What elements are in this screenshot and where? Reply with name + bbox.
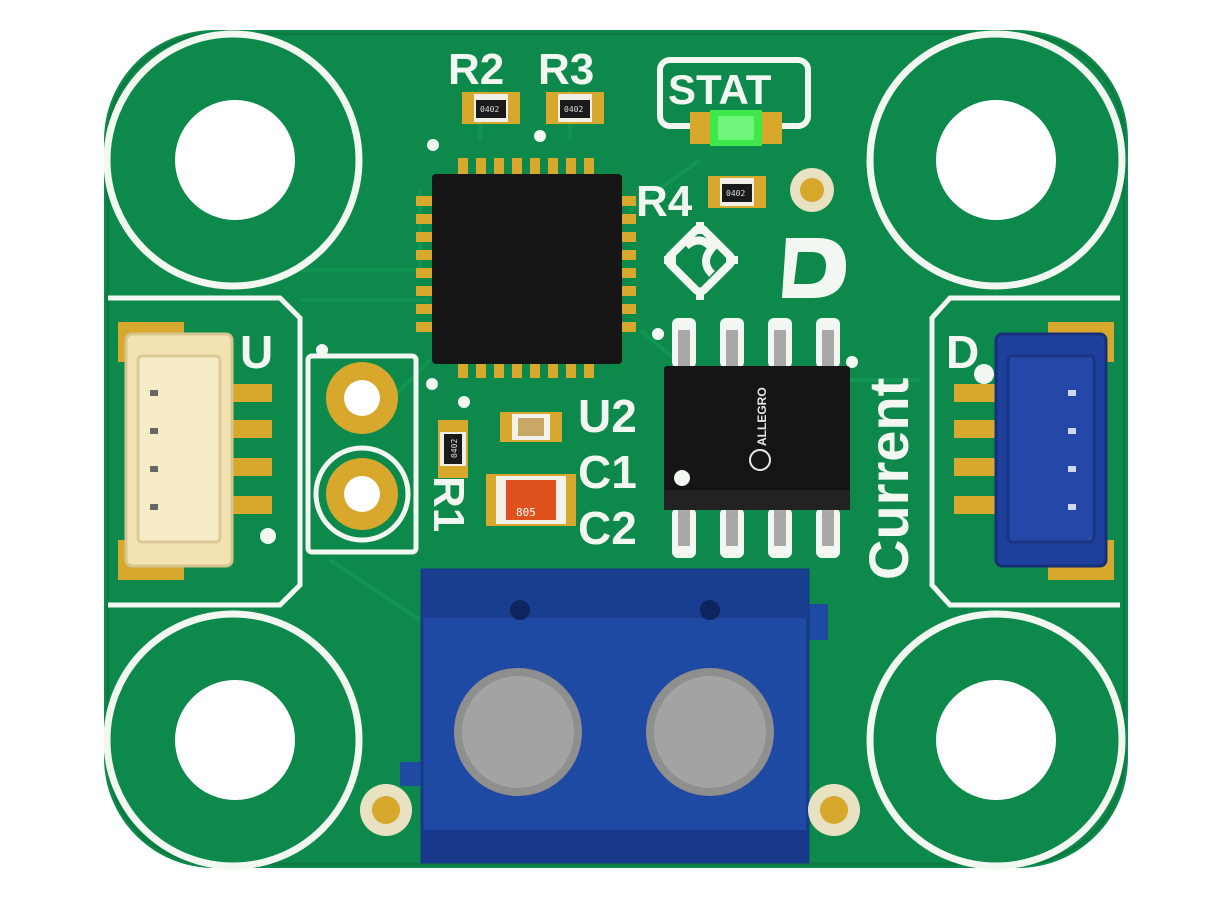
silkscreen-left-connector-frame [108, 295, 303, 608]
via [426, 378, 438, 390]
screw-left-icon [454, 668, 582, 796]
via [316, 344, 328, 356]
via [427, 139, 439, 151]
screw-terminal-block [400, 568, 828, 864]
label-r4: R4 [636, 177, 693, 226]
label-u: U [240, 326, 273, 378]
brand-logo-icon [782, 238, 846, 298]
test-point [790, 168, 834, 212]
copper-traces [300, 90, 920, 622]
wire-entry-hole [510, 600, 530, 620]
label-d: D [946, 326, 979, 378]
via [846, 356, 858, 368]
through-hole-pad-top [326, 362, 398, 434]
resistor-r4: 0402 [708, 176, 766, 208]
microcontroller-chip [416, 158, 636, 378]
mounting-hole-top-left [103, 30, 363, 290]
current-sensor-chip: ALLEGRO [664, 318, 850, 558]
label-r2: R2 [448, 45, 504, 94]
mounting-hole-top-right [866, 30, 1126, 290]
silkscreen-through-hole-frame [305, 353, 419, 555]
r2-package-mark: 0402 [480, 105, 499, 114]
sensor-brand-mark: ALLEGRO [755, 387, 769, 446]
mounting-hole-bottom-right [866, 610, 1126, 870]
capacitor-c1 [500, 412, 562, 442]
label-c2: C2 [578, 502, 637, 554]
label-c1: C1 [578, 446, 637, 498]
pcb-board-edge [106, 32, 1126, 866]
silkscreen-right-connector-frame [929, 295, 1120, 608]
capacitor-c2: 805 [486, 474, 576, 526]
c2-package-mark: 805 [516, 506, 536, 519]
silkscreen-dot [974, 364, 994, 384]
via [534, 130, 546, 142]
r4-package-mark: 0402 [726, 189, 745, 198]
label-stat: STAT [668, 66, 772, 113]
sensor-logo-icon [664, 222, 738, 300]
via [652, 328, 664, 340]
r3-package-mark: 0402 [564, 105, 583, 114]
label-current: Current [857, 378, 920, 580]
test-point [808, 784, 860, 836]
label-u2: U2 [578, 390, 637, 442]
test-point [360, 784, 412, 836]
resistor-r1: 0402 [438, 420, 468, 478]
mounting-hole-bottom-left [103, 610, 363, 870]
resistor-r2: 0402 [462, 92, 520, 124]
allegro-globe-icon [749, 449, 771, 471]
jst-connector-d [954, 322, 1114, 580]
wire-entry-hole [700, 600, 720, 620]
jst-connector-u [118, 322, 272, 580]
resistor-r3: 0402 [546, 92, 604, 124]
screw-right-icon [646, 668, 774, 796]
via [458, 396, 470, 408]
label-r1: R1 [424, 476, 473, 532]
status-led [690, 110, 782, 146]
silkscreen-dot [260, 528, 276, 544]
through-hole-pad-bottom [313, 445, 411, 543]
pcb-board [104, 30, 1128, 868]
label-r3: R3 [538, 45, 594, 94]
r1-package-mark: 0402 [450, 439, 459, 458]
